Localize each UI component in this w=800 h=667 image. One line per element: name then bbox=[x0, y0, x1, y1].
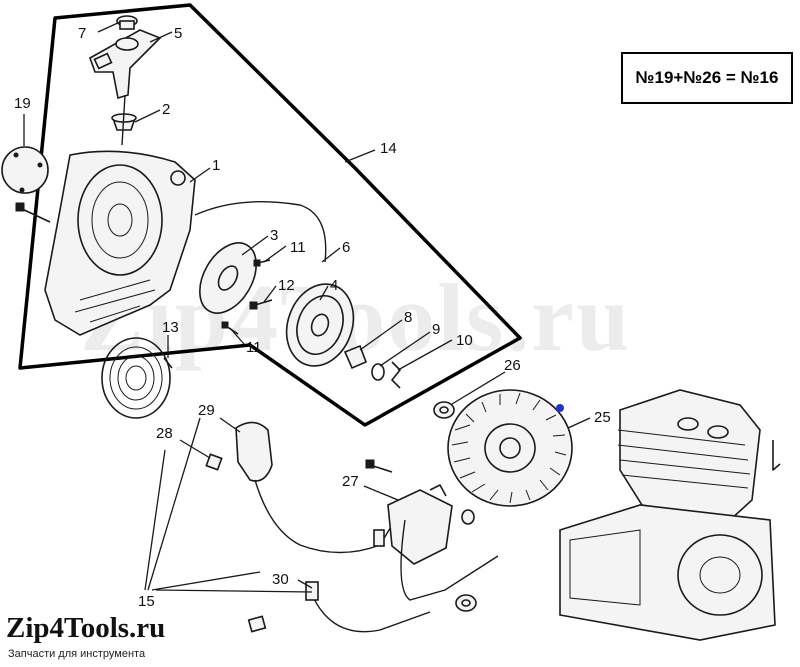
label-5: 5 bbox=[174, 25, 182, 42]
part-27-ignition-coil bbox=[387, 484, 453, 565]
leader-7 bbox=[97, 21, 121, 33]
part-28-nut bbox=[205, 453, 223, 471]
part-19-screw bbox=[15, 202, 51, 223]
part-19-cover-plate bbox=[1, 146, 49, 194]
kit-14-outline bbox=[18, 3, 522, 427]
leader-3 bbox=[241, 235, 269, 256]
leader-6 bbox=[321, 247, 341, 263]
part-6-rope bbox=[121, 94, 327, 263]
leader-10 bbox=[397, 339, 453, 371]
flywheel-washer bbox=[461, 509, 475, 525]
leader-5 bbox=[149, 31, 173, 43]
part-26-nut bbox=[433, 401, 455, 419]
leader-30 bbox=[297, 579, 313, 589]
leader-2 bbox=[134, 109, 161, 123]
label-10: 10 bbox=[456, 332, 473, 349]
leader-15 bbox=[144, 417, 313, 593]
part-1-fan-housing bbox=[44, 150, 196, 336]
label-15: 15 bbox=[138, 593, 155, 610]
leader-28 bbox=[179, 439, 211, 459]
part-11-screw-upper bbox=[253, 259, 271, 267]
label-7: 7 bbox=[78, 25, 86, 42]
leader-9 bbox=[379, 331, 431, 367]
part-29-spark-plug-boot bbox=[235, 421, 273, 482]
leader-14 bbox=[344, 149, 376, 163]
label-11-upper: 11 bbox=[290, 239, 306, 256]
formula-box: №19+№26 = №16 bbox=[621, 52, 793, 104]
label-26: 26 bbox=[504, 357, 521, 374]
ignition-lead bbox=[254, 479, 396, 554]
brand-tagline: Запчасти для инструмента bbox=[8, 648, 146, 660]
label-11-lower: 11 bbox=[246, 339, 262, 356]
label-30: 30 bbox=[272, 571, 289, 588]
label-28: 28 bbox=[156, 425, 173, 442]
label-4: 4 bbox=[330, 277, 338, 294]
label-25: 25 bbox=[594, 409, 611, 426]
part-2-rope-guide bbox=[111, 113, 137, 131]
leader-11a bbox=[263, 245, 287, 263]
label-13: 13 bbox=[162, 319, 179, 336]
part-9-washer bbox=[371, 363, 385, 381]
leader-8 bbox=[359, 319, 403, 351]
coil-connector bbox=[373, 529, 385, 547]
engine-side-clip bbox=[772, 440, 781, 471]
label-3: 3 bbox=[270, 227, 278, 244]
brand-logo-text: Zip4Tools.ru bbox=[6, 612, 166, 644]
leader-12 bbox=[263, 285, 277, 303]
part-13-screw bbox=[163, 357, 173, 369]
part-12-screw bbox=[249, 299, 273, 310]
part-10-spring-clip bbox=[391, 361, 401, 389]
label-6: 6 bbox=[342, 239, 350, 256]
part-3-disc bbox=[199, 242, 257, 314]
label-8: 8 bbox=[404, 309, 412, 326]
label-9: 9 bbox=[432, 321, 440, 338]
label-29: 29 bbox=[198, 402, 215, 419]
leader-29 bbox=[219, 417, 241, 433]
label-27: 27 bbox=[342, 473, 359, 490]
part-25-flywheel bbox=[447, 389, 573, 507]
flywheel-key-dot bbox=[556, 404, 564, 412]
clip-part bbox=[247, 615, 267, 633]
label-1: 1 bbox=[212, 157, 220, 174]
part-13-rewind-spring bbox=[101, 337, 171, 419]
engine-block bbox=[559, 389, 776, 641]
part-27-screw bbox=[365, 459, 393, 473]
part-8-pawl bbox=[343, 344, 368, 370]
label-12: 12 bbox=[278, 277, 295, 294]
label-14: 14 bbox=[380, 140, 397, 157]
part-5-starter-handle bbox=[89, 29, 162, 100]
leader-11b bbox=[229, 327, 245, 345]
part-30-terminal bbox=[305, 581, 319, 601]
leader-25 bbox=[567, 417, 591, 429]
leader-27 bbox=[363, 485, 399, 501]
grommet bbox=[455, 594, 477, 612]
label-19: 19 bbox=[14, 95, 31, 112]
leader-1 bbox=[189, 167, 211, 183]
leader-26 bbox=[451, 371, 506, 405]
label-2: 2 bbox=[162, 101, 170, 118]
part-7-handle-cap bbox=[116, 15, 138, 30]
leader-4 bbox=[319, 285, 329, 301]
part-4-rope-pulley bbox=[285, 283, 355, 367]
